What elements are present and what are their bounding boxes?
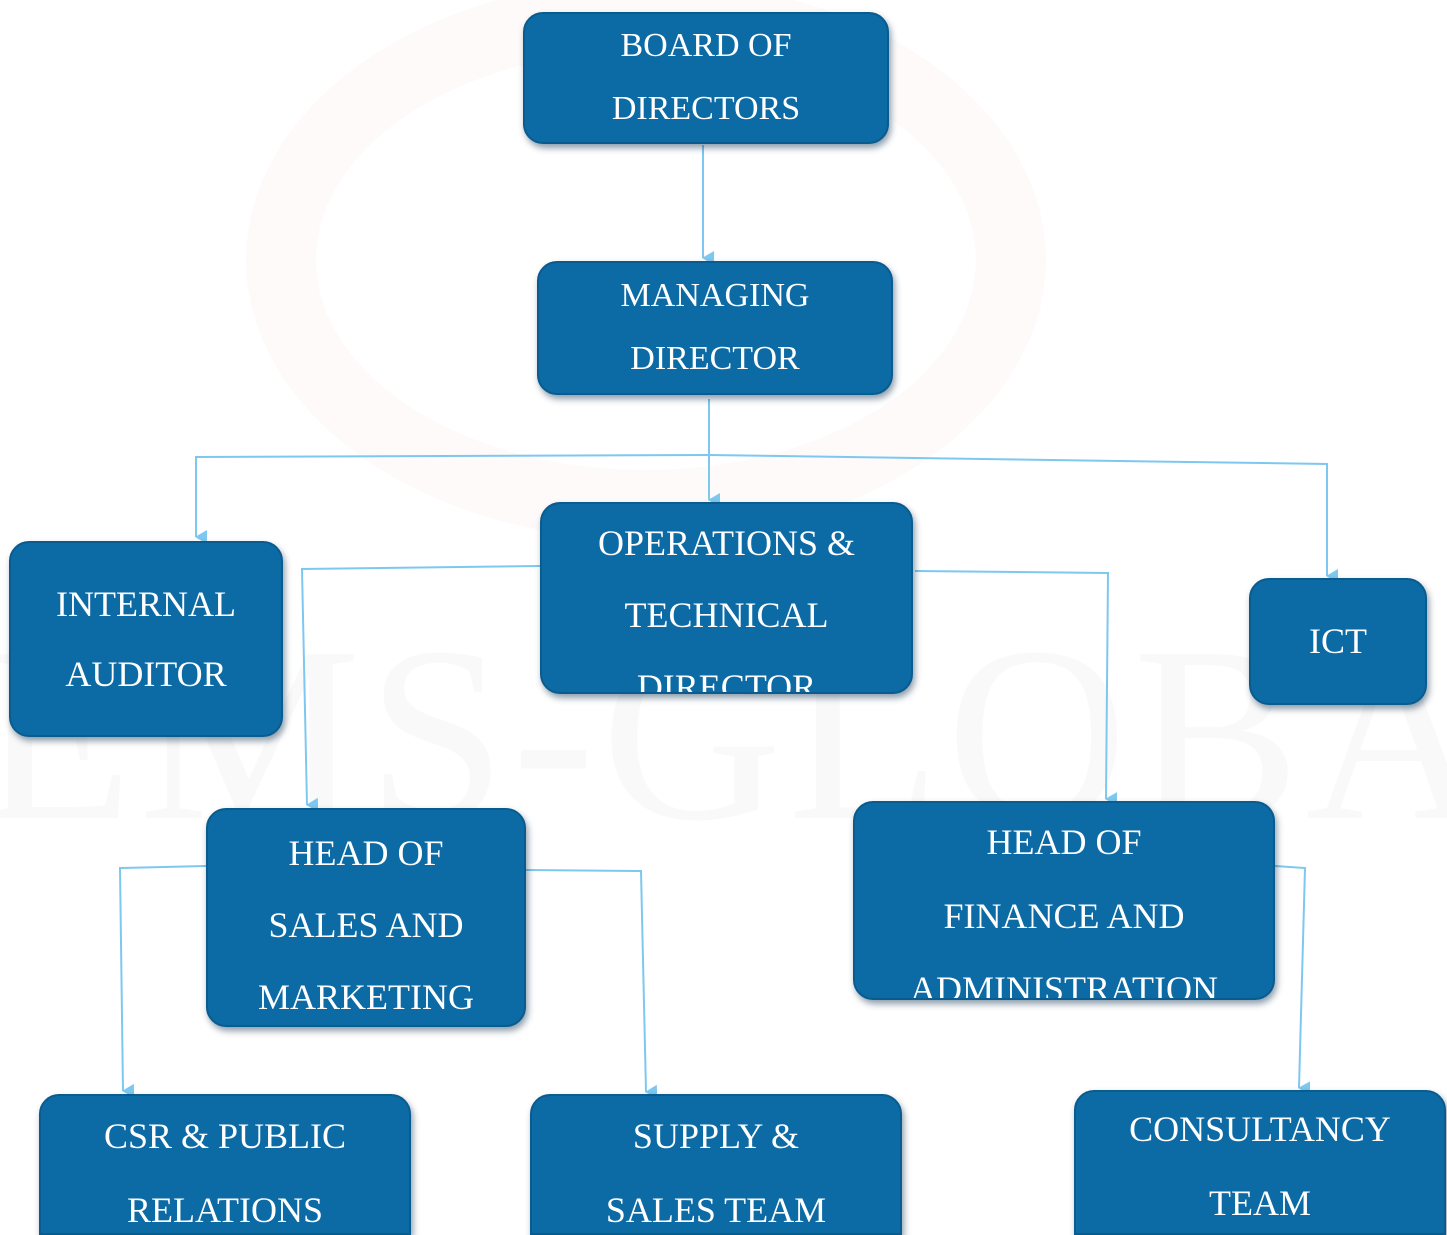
node-head-of-sales-and-marketing: HEAD OF SALES AND MARKETING [206,808,526,1027]
connector-operations-to-finance [914,570,1118,807]
node-csr-and-public-relations: CSR & PUBLIC RELATIONS [39,1094,411,1235]
node-consultancy-team: CONSULTANCY TEAM [1074,1090,1446,1235]
managing-director-label: MANAGING DIRECTOR [620,277,810,377]
operations-technical-director-label: OPERATIONS & TECHNICAL DIRECTOR [597,523,856,694]
head-of-sales-and-marketing-label: HEAD OF SALES AND MARKETING [258,832,474,1017]
csr-and-public-relations-label: CSR & PUBLIC RELATIONS [103,1115,347,1230]
internal-auditor-label: INTERNAL AUDITOR [56,583,236,694]
node-operations-technical-director: OPERATIONS & TECHNICAL DIRECTOR [540,502,913,694]
node-supply-and-sales-team: SUPPLY & SALES TEAM [530,1094,902,1235]
connector-sales-to-csr [118,865,207,1098]
consultancy-team-label: CONSULTANCY TEAM [1129,1108,1391,1223]
node-ict: ICT [1249,578,1427,705]
supply-and-sales-team-label: SUPPLY & SALES TEAM [605,1115,827,1230]
ict-label: ICT [1309,621,1367,662]
connector-operations-to-sales [300,565,541,812]
node-managing-director: MANAGING DIRECTOR [537,261,893,395]
node-board-of-directors: BOARD OF DIRECTORS [523,12,889,144]
node-internal-auditor: INTERNAL AUDITOR [9,541,283,737]
connector-finance-to-consultancy [1274,865,1311,1096]
connector-managing-to-ict [708,454,1338,583]
node-head-of-finance-and-administration: HEAD OF FINANCE AND ADMINISTRATION [853,801,1275,1000]
board-of-directors-label: BOARD OF DIRECTORS [611,27,801,127]
head-of-finance-and-administration-label: HEAD OF FINANCE AND ADMINISTRATION [910,821,1218,1000]
connector-sales-to-supply [525,869,658,1099]
connector-managing-to-auditor [195,454,710,544]
